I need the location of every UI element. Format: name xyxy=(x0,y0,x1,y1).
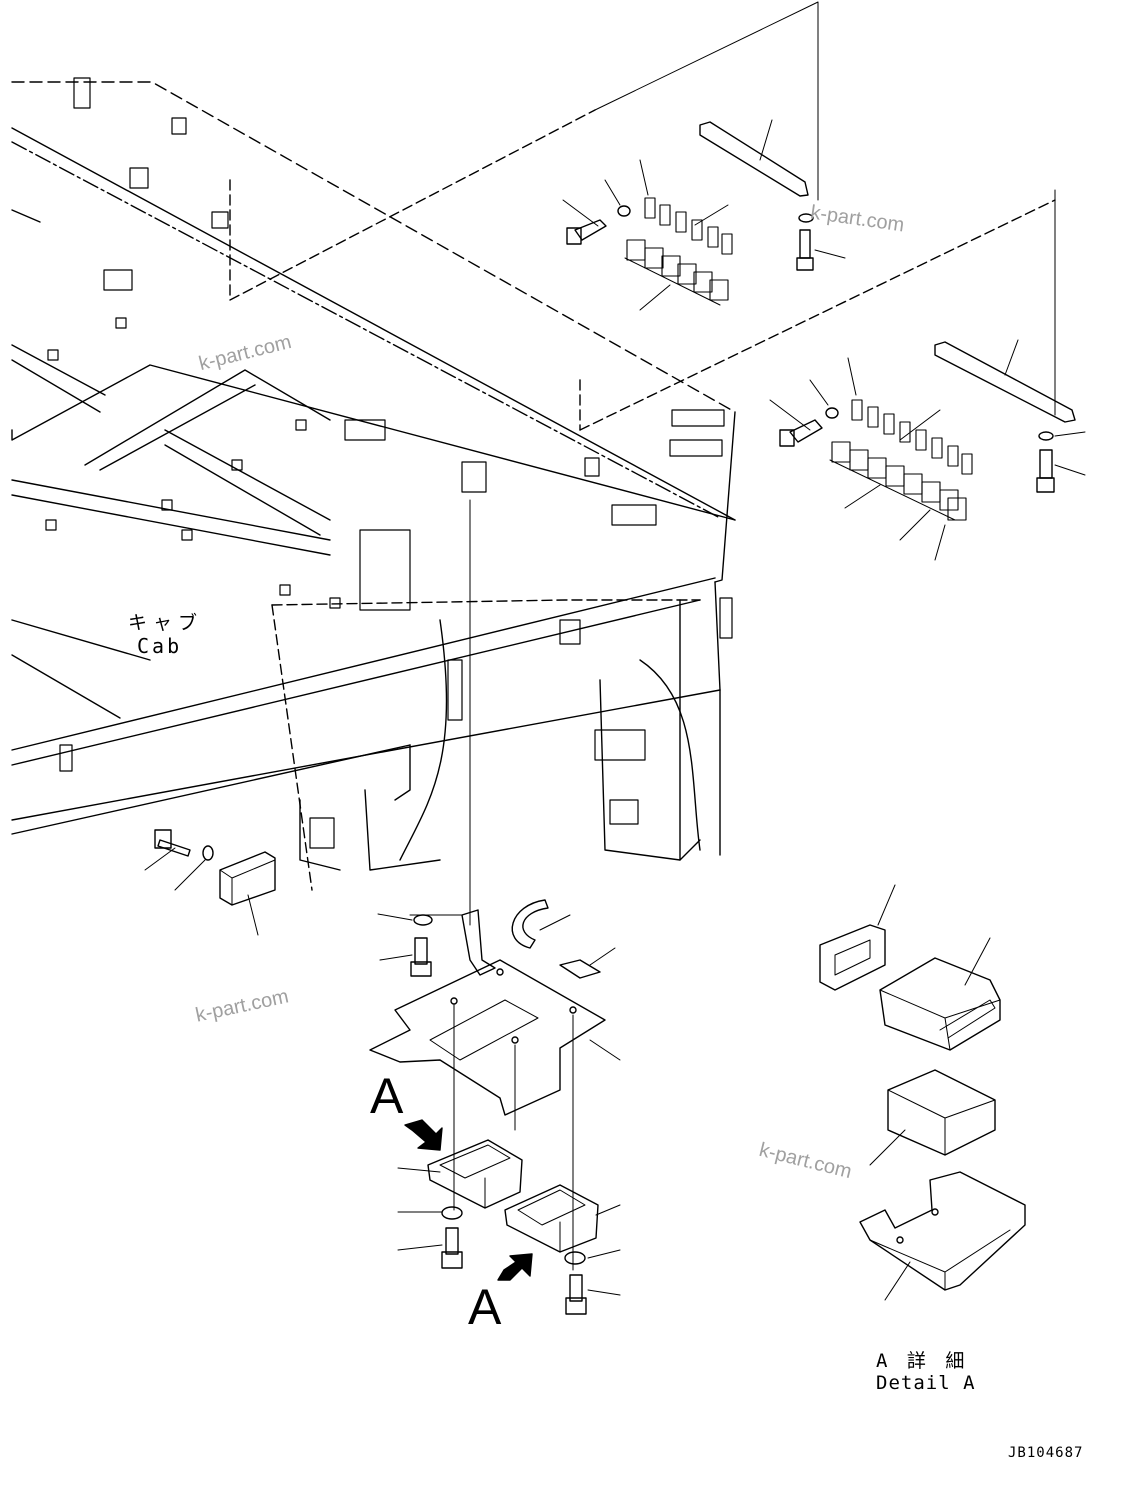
plate-tab xyxy=(560,960,600,978)
detail-bracket xyxy=(860,1172,1025,1290)
controller-right xyxy=(505,1185,598,1252)
view-arrow-upper-icon xyxy=(405,1120,442,1150)
right-bolt xyxy=(790,420,822,442)
upper-relay-sockets xyxy=(627,240,728,300)
left-controller-box xyxy=(220,852,275,905)
view-a-upper-label: A xyxy=(370,1068,404,1124)
right-relay-sockets xyxy=(832,442,966,520)
cab-label-jp: キャブ xyxy=(128,612,204,634)
plate-bracket xyxy=(462,910,495,975)
mounting-plate xyxy=(370,960,605,1115)
upper-relay-group xyxy=(563,120,845,310)
left-controller-group xyxy=(145,830,275,935)
view-arrow-lower-icon xyxy=(498,1254,532,1280)
detail-a-label-jp: A 詳 細 xyxy=(876,1350,969,1372)
upper-washer xyxy=(618,206,630,216)
left-bolt xyxy=(158,840,190,856)
right-relay-group xyxy=(770,340,1085,560)
upper-relay-bracket xyxy=(700,122,808,196)
detail-a-label-en: Detail A xyxy=(876,1372,976,1394)
view-a-lower-label: A xyxy=(468,1279,502,1335)
detail-controller xyxy=(888,1070,995,1155)
mounting-plate-group xyxy=(370,900,620,1270)
upper-bolt xyxy=(575,220,606,240)
right-vertical-bolt xyxy=(1040,450,1052,478)
upper-relay-row xyxy=(645,198,732,254)
view-direction-arrow xyxy=(405,1120,532,1280)
cab-label-en: Cab xyxy=(137,634,183,658)
detail-a-parts xyxy=(820,885,1025,1300)
detail-gasket xyxy=(820,925,885,990)
drawing-code: JB104687 xyxy=(1008,1445,1084,1461)
controller-left xyxy=(428,1140,522,1208)
cab-floor-assembly xyxy=(12,2,1055,925)
detail-cover xyxy=(880,958,1000,1050)
controller-boxes xyxy=(398,1140,620,1314)
right-relay-row xyxy=(852,400,972,474)
harness-clip xyxy=(512,900,548,948)
right-relay-bracket xyxy=(935,342,1075,422)
upper-vertical-bolt xyxy=(800,230,810,258)
